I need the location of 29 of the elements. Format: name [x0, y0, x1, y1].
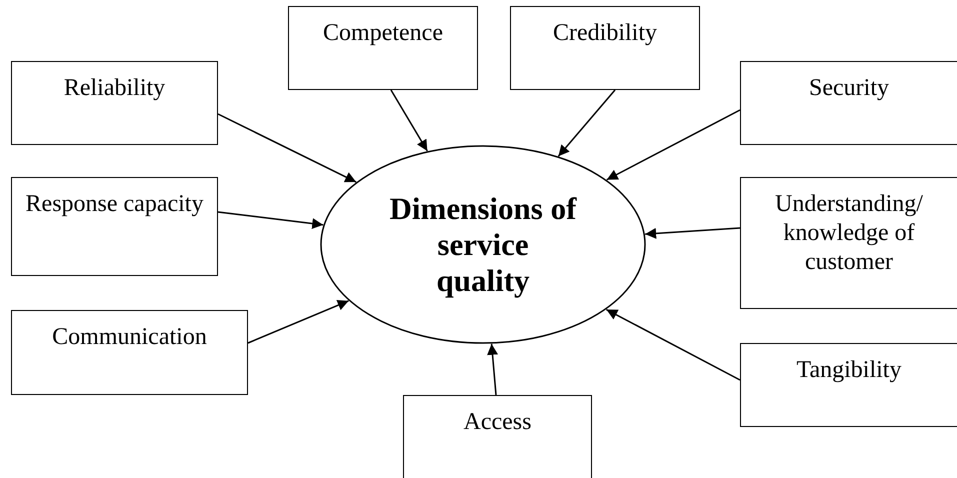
- arrow: [558, 90, 616, 157]
- arrow: [606, 308, 740, 381]
- ellipse-node: [320, 145, 646, 344]
- box-label: Understanding/ knowledge of customer: [774, 190, 924, 277]
- process-box: [11, 310, 248, 395]
- box-label: Reliability: [64, 74, 166, 103]
- arrow: [390, 90, 428, 152]
- box-label: Security: [809, 74, 889, 103]
- arrow: [606, 109, 740, 180]
- arrow: [645, 227, 740, 239]
- process-box: [11, 61, 218, 145]
- process-box: [740, 343, 957, 427]
- process-box: [740, 177, 957, 309]
- box-label: Access: [464, 408, 532, 437]
- box-label: Tangibility: [796, 356, 902, 385]
- process-box: [11, 177, 218, 276]
- arrow: [218, 113, 356, 183]
- process-box: [740, 61, 957, 145]
- arrow: [487, 344, 498, 396]
- box-label: Competence: [323, 19, 443, 48]
- process-box: [403, 395, 592, 478]
- center-label: Dimensions of service quality: [388, 190, 578, 298]
- process-box: [288, 6, 478, 90]
- process-box: [510, 6, 700, 90]
- box-label: Credibility: [553, 19, 657, 48]
- box-label: Response capacity: [26, 190, 204, 219]
- arrow: [248, 300, 349, 344]
- box-label: Communication: [52, 323, 207, 352]
- arrow: [218, 211, 324, 230]
